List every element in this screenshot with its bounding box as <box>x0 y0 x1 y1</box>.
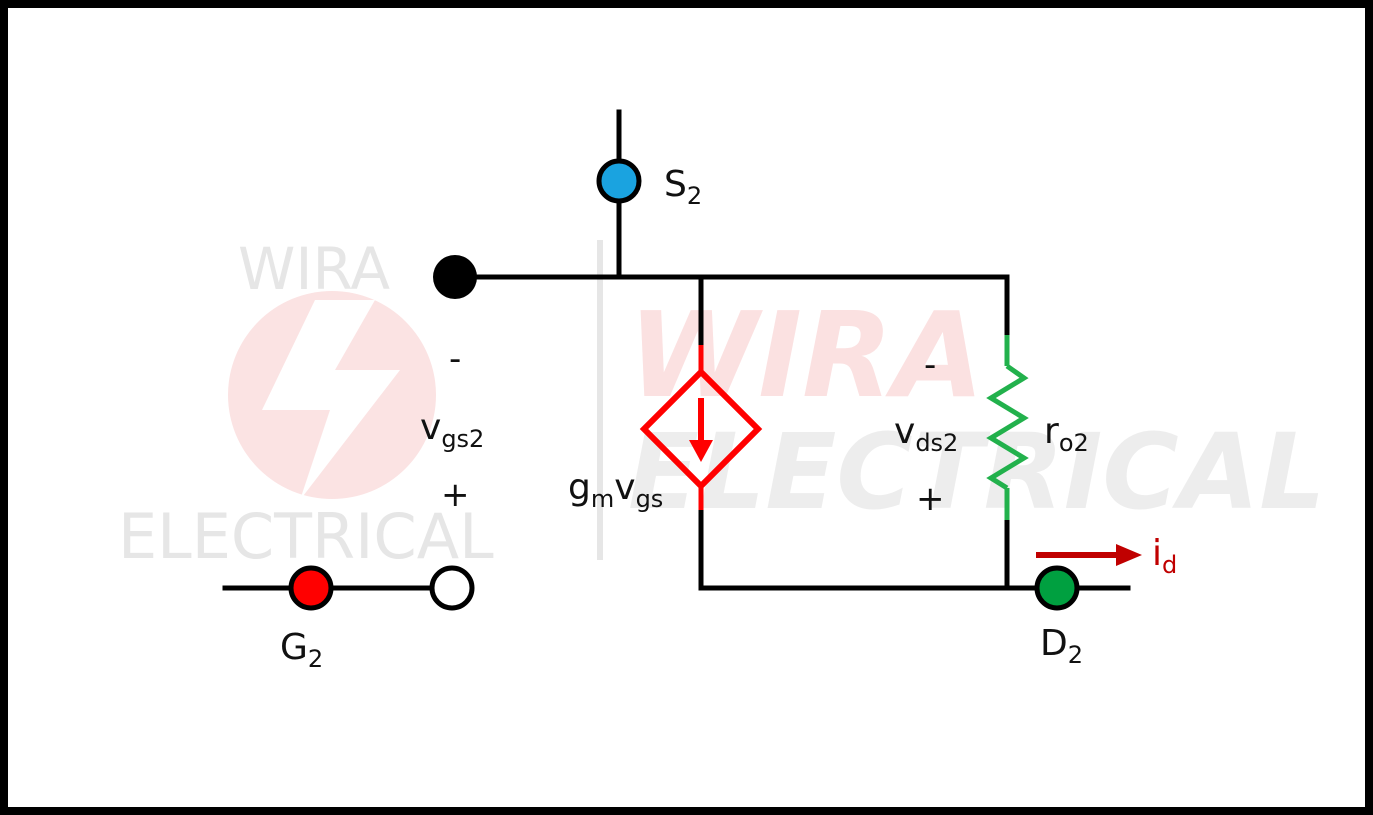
id-current-arrow <box>1036 544 1142 566</box>
vgs-plus-node <box>429 565 475 611</box>
watermark-logo-top: WIRA <box>238 235 391 303</box>
vds2-plus-sign: + <box>916 479 945 519</box>
vgs2-label: vgs2 <box>420 407 485 453</box>
drain-terminal <box>1034 565 1080 611</box>
dependent-current-source <box>639 345 763 510</box>
gm-vgs-label: gmvgs <box>568 467 664 513</box>
gate-terminal <box>288 565 334 611</box>
watermark-big-top: WIRA <box>628 286 985 424</box>
source-label: S2 <box>664 164 703 210</box>
ro2-label: ro2 <box>1044 411 1089 457</box>
drain-label: D2 <box>1040 623 1084 669</box>
resistor-ro2 <box>986 335 1029 520</box>
vgs2-minus-sign: - <box>449 339 462 379</box>
vgs2-plus-sign: + <box>441 475 470 515</box>
id-label: id <box>1152 533 1178 579</box>
vgs-minus-node <box>433 255 477 299</box>
gate-label: G2 <box>280 627 324 673</box>
source-terminal <box>596 158 642 204</box>
vds2-minus-sign: - <box>924 345 937 385</box>
watermark-logo-bottom: ELECTRICAL <box>118 500 494 573</box>
watermark-big-bottom: ELECTRICAL <box>628 411 1326 533</box>
vds2-label: vds2 <box>894 411 959 457</box>
